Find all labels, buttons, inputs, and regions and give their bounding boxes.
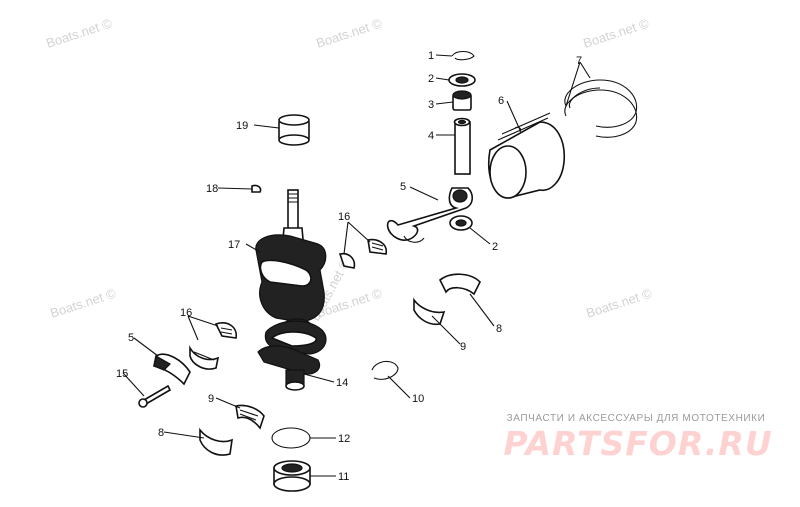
callout-label: 2 — [492, 241, 498, 253]
main-bearing-half-part — [235, 404, 265, 430]
needle-bearing-halves-part — [189, 322, 237, 370]
callout-label: 10 — [412, 393, 424, 405]
callout-labels: 1 2 3 4 5 6 7 2 19 18 16 17 8 9 16 5 15 … — [116, 50, 582, 483]
callout-label: 16 — [338, 211, 350, 223]
callout-label: 8 — [496, 323, 502, 335]
callout-label: 18 — [206, 183, 218, 195]
callout-label: 3 — [428, 99, 434, 111]
callout-label: 9 — [208, 393, 214, 405]
callout-label: 11 — [338, 471, 349, 483]
piston-part — [488, 112, 565, 199]
callout-label: 15 — [116, 368, 128, 380]
callout-label: 16 — [180, 307, 192, 319]
callout-label: 5 — [400, 181, 406, 193]
main-bearing-half-part — [199, 427, 233, 456]
watermark: Boats.net © — [584, 285, 654, 320]
needle-bearing-halves-part — [338, 238, 388, 269]
callout-label: 2 — [428, 73, 434, 85]
callout-label: 9 — [460, 341, 466, 353]
piston-rings-part — [564, 79, 638, 138]
callout-label: 1 — [428, 50, 434, 62]
callout-label: 8 — [158, 427, 164, 439]
snap-ring-part — [371, 360, 399, 380]
retaining-ring-part — [451, 50, 475, 61]
callout-label: 6 — [498, 95, 504, 107]
callout-label: 14 — [336, 377, 348, 389]
brand-tagline: ЗАПЧАСТИ И АКСЕССУАРЫ ДЛЯ МОТОТЕХНИКИ — [506, 413, 766, 424]
watermark: Boats.net © — [48, 285, 118, 320]
crankshaft-part — [255, 189, 327, 391]
o-ring-part — [271, 427, 311, 449]
watermark: Boats.net © — [314, 15, 384, 50]
callout-label: 7 — [576, 55, 582, 67]
callout-label: 17 — [228, 239, 240, 251]
callout-label: 5 — [128, 332, 134, 344]
screw-part — [138, 384, 172, 408]
needle-bearing-part — [452, 90, 472, 111]
piston-pin-part — [453, 117, 471, 175]
watermark: Boats.net © — [44, 15, 114, 50]
callout-label: 12 — [338, 433, 350, 445]
connecting-rod-part — [386, 187, 474, 243]
main-bearing-halves-part — [413, 273, 481, 326]
bearing-sleeve-part — [278, 114, 310, 146]
seal-part — [273, 460, 311, 492]
leader-lines — [122, 54, 591, 477]
thrust-washer-part — [448, 73, 476, 87]
watermark: Boats.net © — [581, 15, 651, 50]
thrust-washer-part — [449, 215, 473, 231]
callout-label: 4 — [428, 130, 434, 142]
woodruff-key-part — [251, 184, 262, 193]
callout-label: 19 — [236, 120, 248, 132]
rod-cap-part — [153, 353, 191, 386]
brand-logo[interactable]: PARTSFOR.RU — [503, 424, 773, 463]
